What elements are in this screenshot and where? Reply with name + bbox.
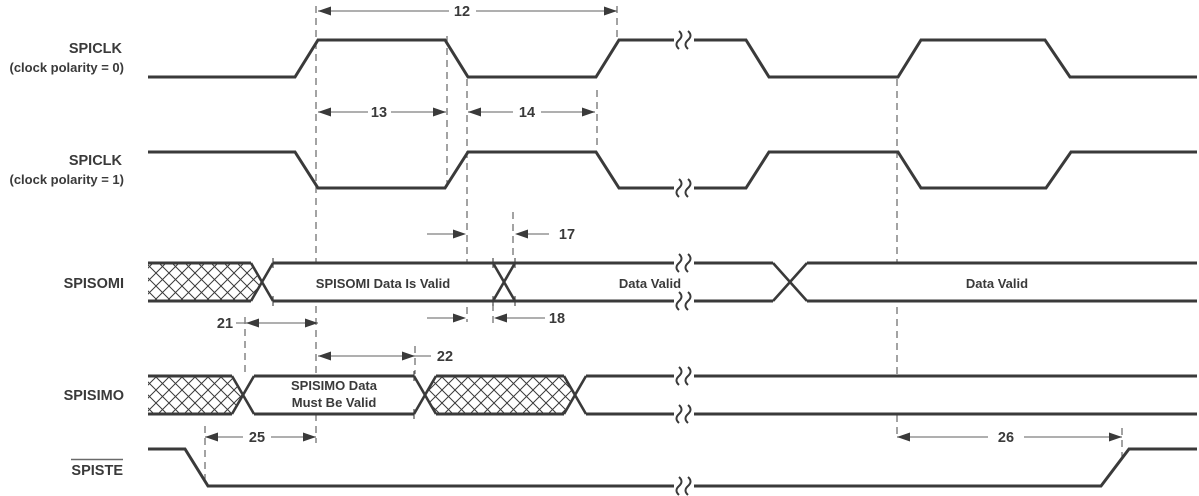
param-22-arrow-left xyxy=(318,351,331,361)
timing-param-12: 12 xyxy=(454,4,470,20)
signal-labels: SPICLK (clock polarity = 0) SPICLK (cloc… xyxy=(9,41,124,479)
spiclk-cpol1-waveform xyxy=(148,150,1197,190)
timing-param-13: 13 xyxy=(371,105,387,121)
param-14-arrow-right xyxy=(582,107,595,117)
param-26: 26 xyxy=(897,430,1122,446)
signal-label-spiste: SPISTE xyxy=(71,463,123,479)
param-14: 14 xyxy=(468,105,595,121)
param-26-arrow-left xyxy=(897,432,910,442)
break-clk0 xyxy=(675,30,692,50)
param-12-arrow-right xyxy=(604,6,617,16)
simo-invalid1-fill xyxy=(148,376,243,414)
signal-label-spisimo: SPISIMO xyxy=(64,388,124,404)
somi-rails xyxy=(148,261,1197,303)
param-18-arrow-in-right xyxy=(494,313,507,323)
param-22-arrow-right xyxy=(402,351,415,361)
break-somi-top xyxy=(675,253,692,273)
param-12-arrow-left xyxy=(318,6,331,16)
timing-param-22: 22 xyxy=(437,349,453,365)
somi-valid3-fill xyxy=(790,263,1197,301)
timing-param-25: 25 xyxy=(249,430,265,446)
bus-fills xyxy=(148,263,1197,414)
timing-param-17: 17 xyxy=(559,227,575,243)
signal-sublabel-spiclk-cpol1: (clock polarity = 1) xyxy=(9,172,124,187)
param-22: 22 xyxy=(318,349,453,365)
param-21-arrow-left xyxy=(246,318,259,328)
somi-valid1-label: SPISOMI Data Is Valid xyxy=(316,276,450,291)
break-clk1 xyxy=(675,178,692,198)
param-17: 17 xyxy=(427,227,575,243)
param-25: 25 xyxy=(205,430,316,446)
param-17-arrow-in-left xyxy=(453,229,466,239)
param-14-arrow-left xyxy=(468,107,481,117)
param-13-arrow-left xyxy=(318,107,331,117)
spiste-waveform xyxy=(148,447,1197,488)
spiclk-cpol0-waveform xyxy=(148,38,1197,79)
signal-label-spiclk-cpol1: SPICLK xyxy=(69,153,123,169)
signal-sublabel-spiclk-cpol0: (clock polarity = 0) xyxy=(9,60,124,75)
param-21-arrow-right xyxy=(305,318,318,328)
simo-open-fill xyxy=(575,376,1197,414)
param-25-arrow-left xyxy=(205,432,218,442)
simo-valid-label-line2: Must Be Valid xyxy=(292,395,377,410)
break-simo-top xyxy=(675,366,692,386)
bus-strokes xyxy=(148,261,1197,416)
signal-label-spisomi: SPISOMI xyxy=(64,276,124,292)
param-25-arrow-right xyxy=(303,432,316,442)
simo-invalid2-fill xyxy=(425,376,575,414)
simo-valid-label-line1: SPISIMO Data xyxy=(291,378,378,393)
param-18-arrow-in-left xyxy=(453,313,466,323)
timing-param-26: 26 xyxy=(998,430,1014,446)
somi-invalid-fill xyxy=(148,263,262,301)
bus-segment-labels: SPISOMI Data Is Valid Data Valid Data Va… xyxy=(291,276,1028,410)
param-21: 21 xyxy=(217,316,318,332)
param-13-arrow-right xyxy=(433,107,446,117)
break-marks xyxy=(675,30,692,496)
somi-valid2-fill xyxy=(504,263,790,301)
simo-rails xyxy=(148,374,1197,416)
break-simo-bottom xyxy=(675,404,692,424)
param-17-arrow-in-right xyxy=(515,229,528,239)
somi-valid3-label: Data Valid xyxy=(966,276,1028,291)
timing-param-18: 18 xyxy=(549,311,565,327)
somi-valid1-fill xyxy=(262,263,504,301)
dimension-annotations: 12 13 14 17 18 xyxy=(205,4,1122,446)
timing-param-21: 21 xyxy=(217,316,233,332)
param-13: 13 xyxy=(318,105,446,121)
simo-valid-fill xyxy=(243,376,425,414)
simo-transitions xyxy=(230,375,588,415)
somi-transitions xyxy=(249,262,808,302)
dashed-guides xyxy=(204,6,1123,484)
break-ste xyxy=(675,476,692,496)
timing-param-14: 14 xyxy=(519,105,535,121)
param-12: 12 xyxy=(318,4,617,20)
somi-valid2-label: Data Valid xyxy=(619,276,681,291)
param-18: 18 xyxy=(427,311,565,327)
param-26-arrow-right xyxy=(1109,432,1122,442)
waveforms xyxy=(148,38,1197,488)
signal-label-spiclk-cpol0: SPICLK xyxy=(69,41,123,57)
break-somi-bottom xyxy=(675,291,692,311)
